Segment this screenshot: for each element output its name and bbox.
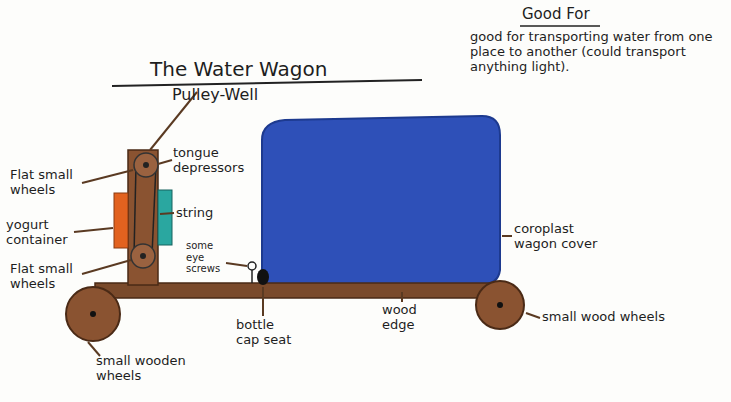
title: The Water Wagon [150,58,327,81]
part-label: yogurt container [6,218,74,248]
part-label: coroplast wagon cover [514,222,614,252]
part-label: small wood wheels [542,310,702,325]
part-label: tongue depressors [173,146,265,176]
part-label: Flat small wheels [10,168,82,198]
part-label: Flat small wheels [10,262,82,292]
part-label: some eye screws [186,240,228,275]
part-label: string [176,206,213,221]
part-title: Pulley-Well [172,86,258,104]
part-label: bottle cap seat [236,318,296,348]
heading: Good For [522,6,590,23]
part-label: wood edge [382,303,427,333]
part-label: small wooden wheels [96,354,226,384]
note: good for transporting water from one pla… [470,30,725,75]
